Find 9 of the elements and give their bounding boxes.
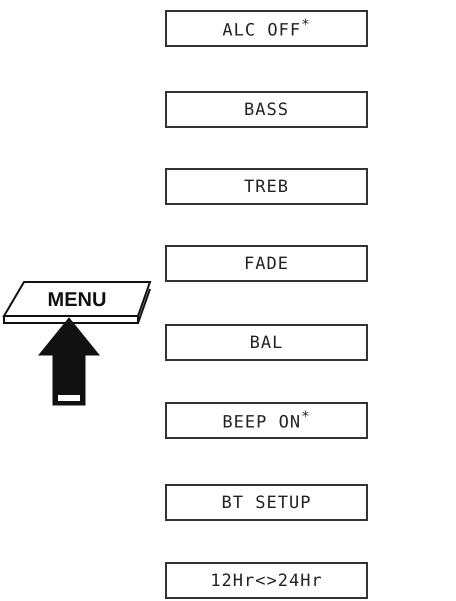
- display-box: BEEP ON$^{*}$: [165, 402, 368, 439]
- display-box: TREB: [165, 168, 368, 205]
- button-label: MENU: [48, 288, 106, 312]
- display-box: BASS: [165, 91, 368, 128]
- display-box: BT SETUP: [165, 484, 368, 521]
- display-box: BAL: [165, 324, 368, 361]
- display-box: ALC OFF$^{*}$: [165, 10, 368, 47]
- display-box: 12Hr<>24Hr: [165, 562, 368, 599]
- display-box: FADE: [165, 245, 368, 282]
